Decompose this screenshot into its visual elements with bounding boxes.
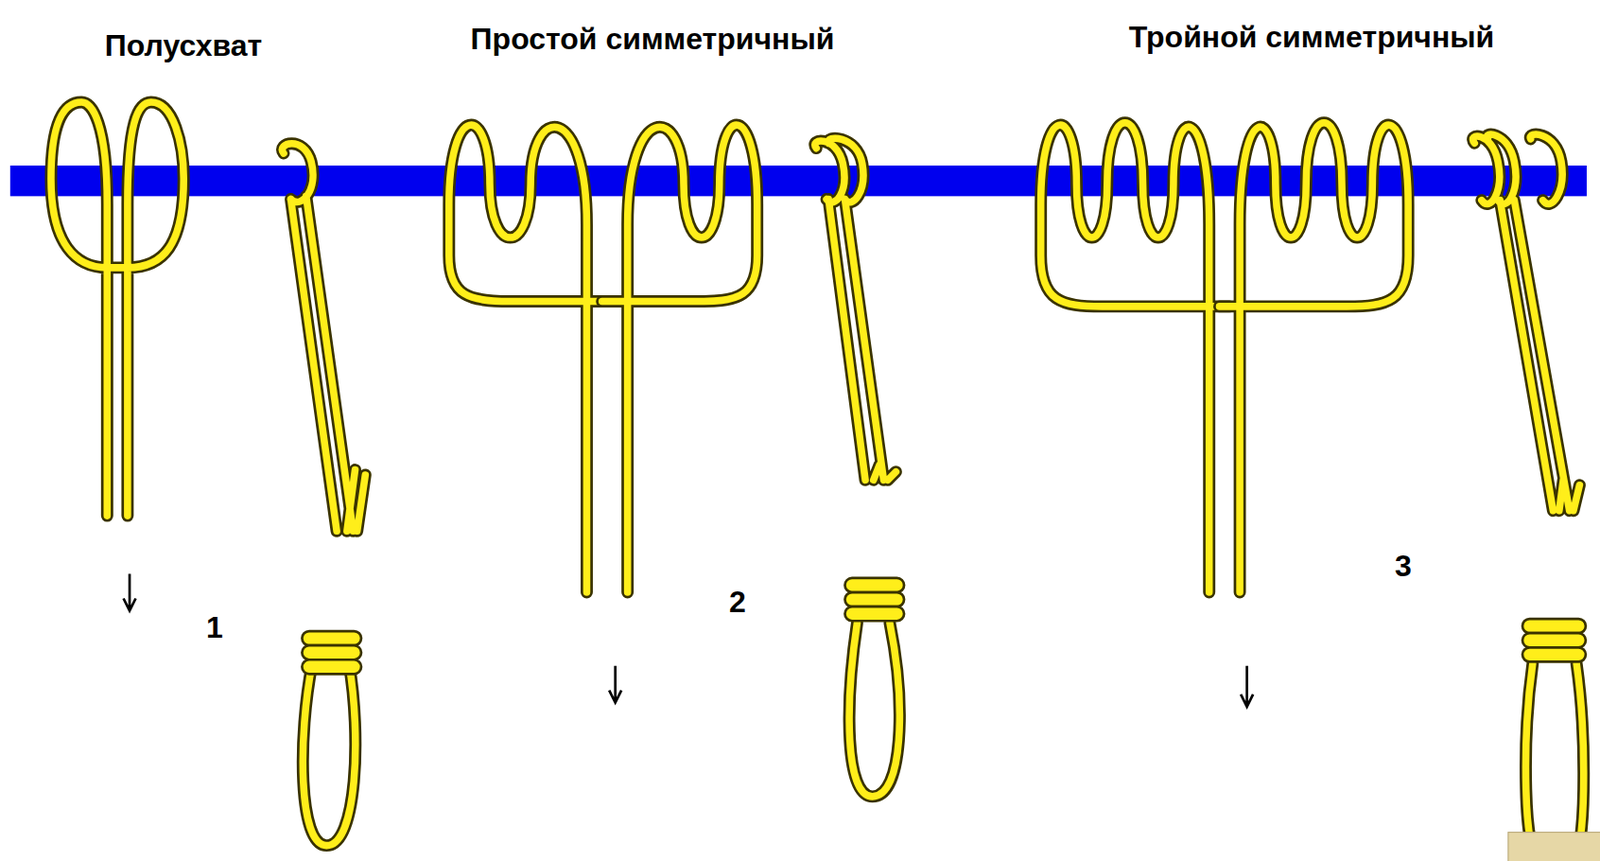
corner-tab — [1508, 832, 1600, 861]
knot-title: Простой симметричный — [470, 22, 835, 56]
callout-number: 2 — [729, 585, 747, 619]
knot-title: Полусхват — [104, 29, 263, 63]
rope-wraps — [301, 577, 1585, 674]
knot-title: Тройной симметричный — [1129, 20, 1496, 54]
rope — [51, 102, 1584, 861]
bar — [10, 165, 1587, 196]
callout-number: 3 — [1394, 549, 1412, 583]
pull-arrow — [123, 573, 1254, 707]
callout-number: 1 — [206, 610, 224, 644]
